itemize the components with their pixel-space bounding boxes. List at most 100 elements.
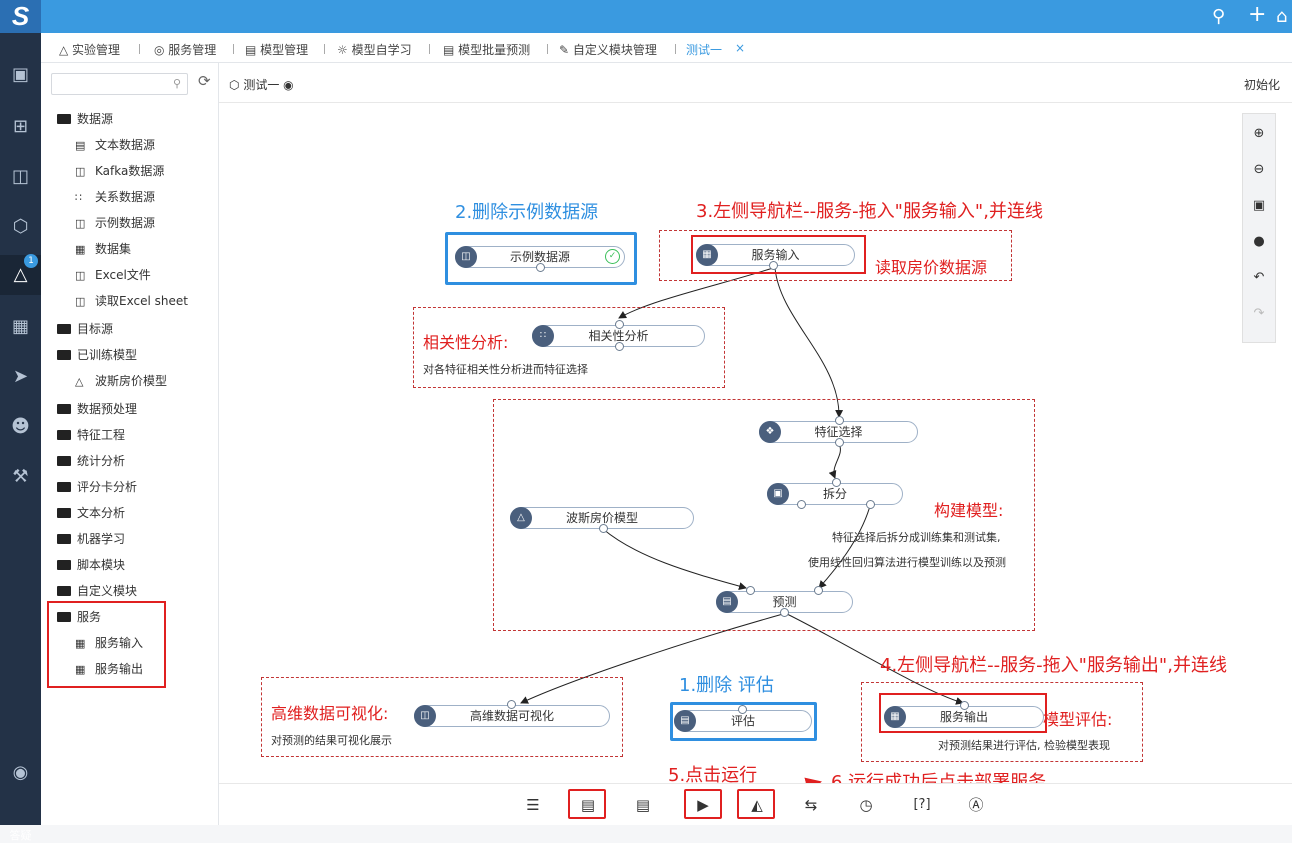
success-check-icon: ✓ [605, 249, 620, 264]
tree-item-boston-model[interactable]: △波斯房价模型 [75, 374, 168, 388]
bar-chart-icon[interactable]: ▦ [11, 316, 29, 337]
save-icon[interactable]: ▤ [580, 796, 596, 814]
monitor-icon[interactable]: ▣ [11, 64, 29, 85]
save-as-icon[interactable]: ▤ [635, 796, 651, 814]
output-port-test[interactable] [866, 500, 875, 509]
output-port[interactable] [769, 261, 778, 270]
folder-icon [57, 350, 71, 360]
tree-folder-machine-learning[interactable]: 机器学习 [57, 530, 125, 547]
tree-folder-trained-models[interactable]: 已训练模型 [57, 346, 137, 363]
output-port[interactable] [780, 608, 789, 617]
fit-view-icon[interactable]: ▣ [1252, 198, 1266, 213]
tab-service-management[interactable]: ◎ 服务管理 [154, 43, 217, 57]
workflow-canvas[interactable] [219, 63, 1292, 825]
tree-item-example-source[interactable]: ◫示例数据源 [75, 216, 156, 230]
tab-model-self-learning[interactable]: ☼ 模型自学习 [337, 43, 412, 57]
image-icon: ▤ [716, 591, 738, 613]
output-port[interactable] [536, 263, 545, 272]
tab-model-management[interactable]: ▤ 模型管理 [245, 43, 309, 57]
input-port[interactable] [835, 416, 844, 425]
output-port[interactable] [615, 342, 624, 351]
experiment-title: ⬡ 测试一 ◉ [229, 78, 294, 92]
tree-folder-custom-module[interactable]: 自定义模块 [57, 582, 137, 599]
tree-folder-statistics[interactable]: 统计分析 [57, 452, 125, 469]
tree-item-kafka-source[interactable]: ◫Kafka数据源 [75, 164, 165, 178]
auto-icon[interactable]: Ⓐ [968, 796, 984, 814]
input-port-model[interactable] [746, 586, 755, 595]
input-port[interactable] [615, 320, 624, 329]
tree-folder-script-module[interactable]: 脚本模块 [57, 556, 125, 573]
database-icon[interactable]: ◫ [11, 166, 29, 187]
send-icon[interactable]: ➤ [12, 366, 29, 387]
tree-folder-preprocessing[interactable]: 数据预处理 [57, 400, 137, 417]
input-port[interactable] [832, 478, 841, 487]
node-split[interactable]: ▣拆分 [767, 478, 903, 509]
add-icon[interactable]: + [1248, 2, 1267, 27]
search-input[interactable]: ⚲ [51, 73, 188, 95]
tree-item-service-output[interactable]: ▦服务输出 [75, 662, 144, 676]
help-label[interactable]: 答疑 [9, 829, 32, 842]
node-service-input[interactable]: ▦服务输入 [696, 244, 855, 270]
tab-model-batch-predict[interactable]: ▤ 模型批量预测 [443, 43, 531, 57]
help-icon[interactable]: ◉ [12, 762, 29, 783]
zoom-in-icon[interactable]: ⊕ [1253, 126, 1265, 141]
tree-item-excel-file[interactable]: ◫Excel文件 [75, 268, 151, 282]
node-example-source[interactable]: ◫示例数据源 ✓ [455, 246, 625, 272]
init-button[interactable]: 初始化 [1243, 78, 1280, 92]
node-predict[interactable]: ▤预测 [716, 586, 853, 617]
node-boston-model[interactable]: △波斯房价模型 [510, 507, 694, 533]
node-feature-select[interactable]: ❖特征选择 [759, 416, 918, 447]
home-icon[interactable]: ⌂ [1276, 6, 1288, 27]
cube-icon[interactable]: ⬡ [12, 216, 29, 237]
tree-item-relational-source[interactable]: ∷关系数据源 [75, 190, 156, 204]
tab-test-one[interactable]: 测试一 [686, 43, 723, 57]
zoom-out-icon[interactable]: ⊖ [1253, 162, 1265, 177]
refresh-icon[interactable]: ⟳ [198, 72, 211, 90]
redo-icon[interactable]: ↷ [1253, 306, 1265, 321]
search-icon[interactable]: ⚲ [1212, 6, 1226, 27]
tree-folder-target-source[interactable]: 目标源 [57, 320, 113, 337]
canvas-header: ⬡ 测试一 ◉ 初始化 [219, 63, 1292, 103]
node-correlation[interactable]: ∷相关性分析 [532, 320, 705, 351]
tab-custom-module-management[interactable]: ✎ 自定义模块管理 [559, 43, 657, 57]
close-icon[interactable]: × [735, 41, 746, 55]
tools-icon[interactable]: ⚒ [12, 466, 29, 487]
tree-folder-service[interactable]: 服务 [57, 608, 101, 625]
node-hd-viz[interactable]: ◫高维数据可视化 [414, 700, 610, 727]
input-port[interactable] [507, 700, 516, 709]
output-port-train[interactable] [797, 500, 806, 509]
grid-icon[interactable]: ⊞ [12, 116, 29, 137]
highlight-deploy [737, 789, 775, 819]
run-icon[interactable]: ▶ [697, 796, 709, 814]
node-evaluate[interactable]: ▤评估 [674, 705, 812, 732]
output-port[interactable] [835, 438, 844, 447]
output-port[interactable] [599, 524, 608, 533]
node-service-output[interactable]: ▦服务输出 [884, 701, 1044, 728]
input-port[interactable] [960, 701, 969, 710]
help-button[interactable]: [?] [913, 797, 931, 812]
annotation-hd-title: 高维数据可视化: [271, 704, 389, 723]
tree-item-service-input[interactable]: ▦服务输入 [75, 636, 144, 650]
list-icon[interactable]: ☰ [526, 796, 540, 814]
schedule-icon[interactable]: ◷ [859, 796, 873, 814]
tree-folder-feature-engineering[interactable]: 特征工程 [57, 426, 125, 443]
deploy-icon[interactable]: ◭ [751, 796, 763, 814]
service-icon: ▦ [75, 637, 86, 650]
undo-icon[interactable]: ↶ [1253, 270, 1265, 285]
folder-icon [57, 456, 71, 466]
tree-item-excel-sheet[interactable]: ◫读取Excel sheet [75, 294, 188, 308]
tree-item-dataset[interactable]: ▦数据集 [75, 242, 132, 256]
tree-folder-scorecard[interactable]: 评分卡分析 [57, 478, 137, 495]
tab-experiment-management[interactable]: △ 实验管理 [59, 43, 121, 57]
users-icon[interactable]: ☻ [11, 416, 30, 437]
left-nav: ▣ ⊞ ◫ ⬡ △ 1 ▦ ➤ ☻ ⚒ ◉ 答疑 [0, 33, 41, 842]
input-port[interactable] [738, 705, 747, 714]
swap-icon[interactable]: ⇆ [804, 796, 818, 814]
tree-item-text-source[interactable]: ▤文本数据源 [75, 138, 156, 152]
locate-icon[interactable]: ● [1253, 234, 1265, 249]
input-port-data[interactable] [814, 586, 823, 595]
annotation-step1: 1.删除 评估 [679, 675, 774, 696]
tree-folder-datasource[interactable]: 数据源 [57, 110, 113, 127]
tree-folder-text-analysis[interactable]: 文本分析 [57, 504, 125, 521]
group-box-hd-viz [261, 677, 623, 757]
